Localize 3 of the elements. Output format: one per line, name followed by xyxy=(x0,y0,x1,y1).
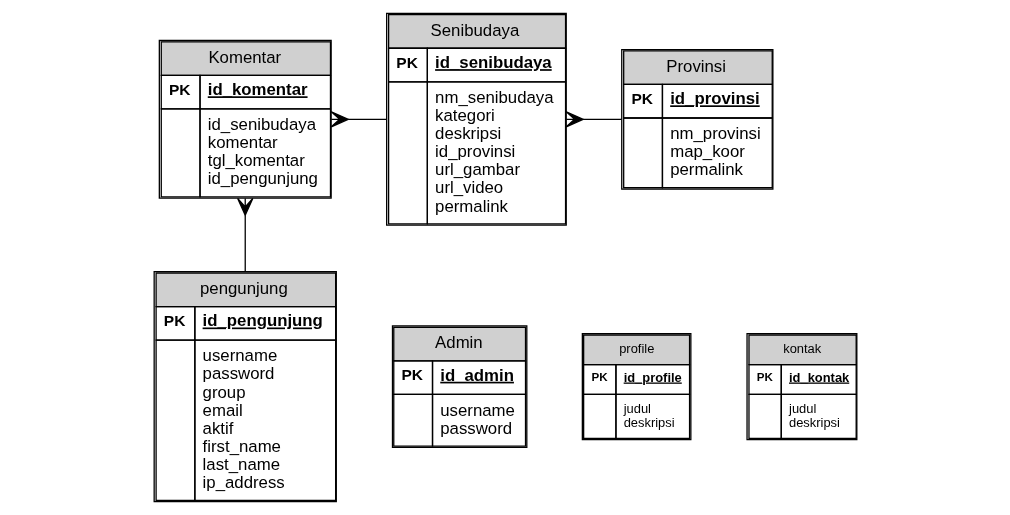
connector xyxy=(236,197,253,273)
connector xyxy=(330,111,387,128)
connector xyxy=(565,111,622,128)
